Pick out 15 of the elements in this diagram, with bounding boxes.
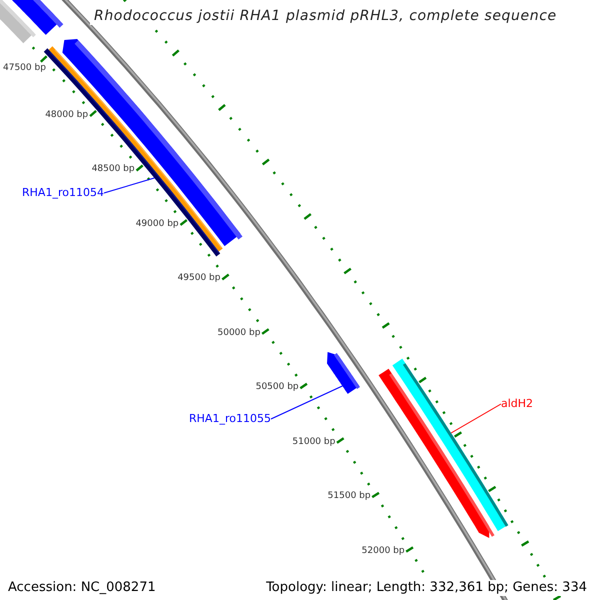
tick-label: 48500 bp (92, 165, 135, 174)
tick-label: 49000 bp (136, 220, 179, 228)
tick-label: 51000 bp (292, 438, 336, 446)
gene-label: aldH2 (501, 397, 534, 411)
tick-label: 47500 bp (3, 64, 46, 73)
tick-label: 52000 bp (362, 546, 405, 556)
leader-line (270, 386, 343, 420)
gene-arrow (327, 352, 360, 394)
tick-label: 48000 bp (45, 110, 88, 120)
tick-label: 50000 bp (218, 328, 260, 338)
gene-label: RHA1_ro11055 (189, 412, 271, 426)
accession-text: Accession: NC_008271 (8, 580, 156, 596)
leader-line (103, 178, 155, 194)
gene-label: RHA1_ro11054 (22, 186, 104, 200)
leader-line (450, 404, 502, 434)
